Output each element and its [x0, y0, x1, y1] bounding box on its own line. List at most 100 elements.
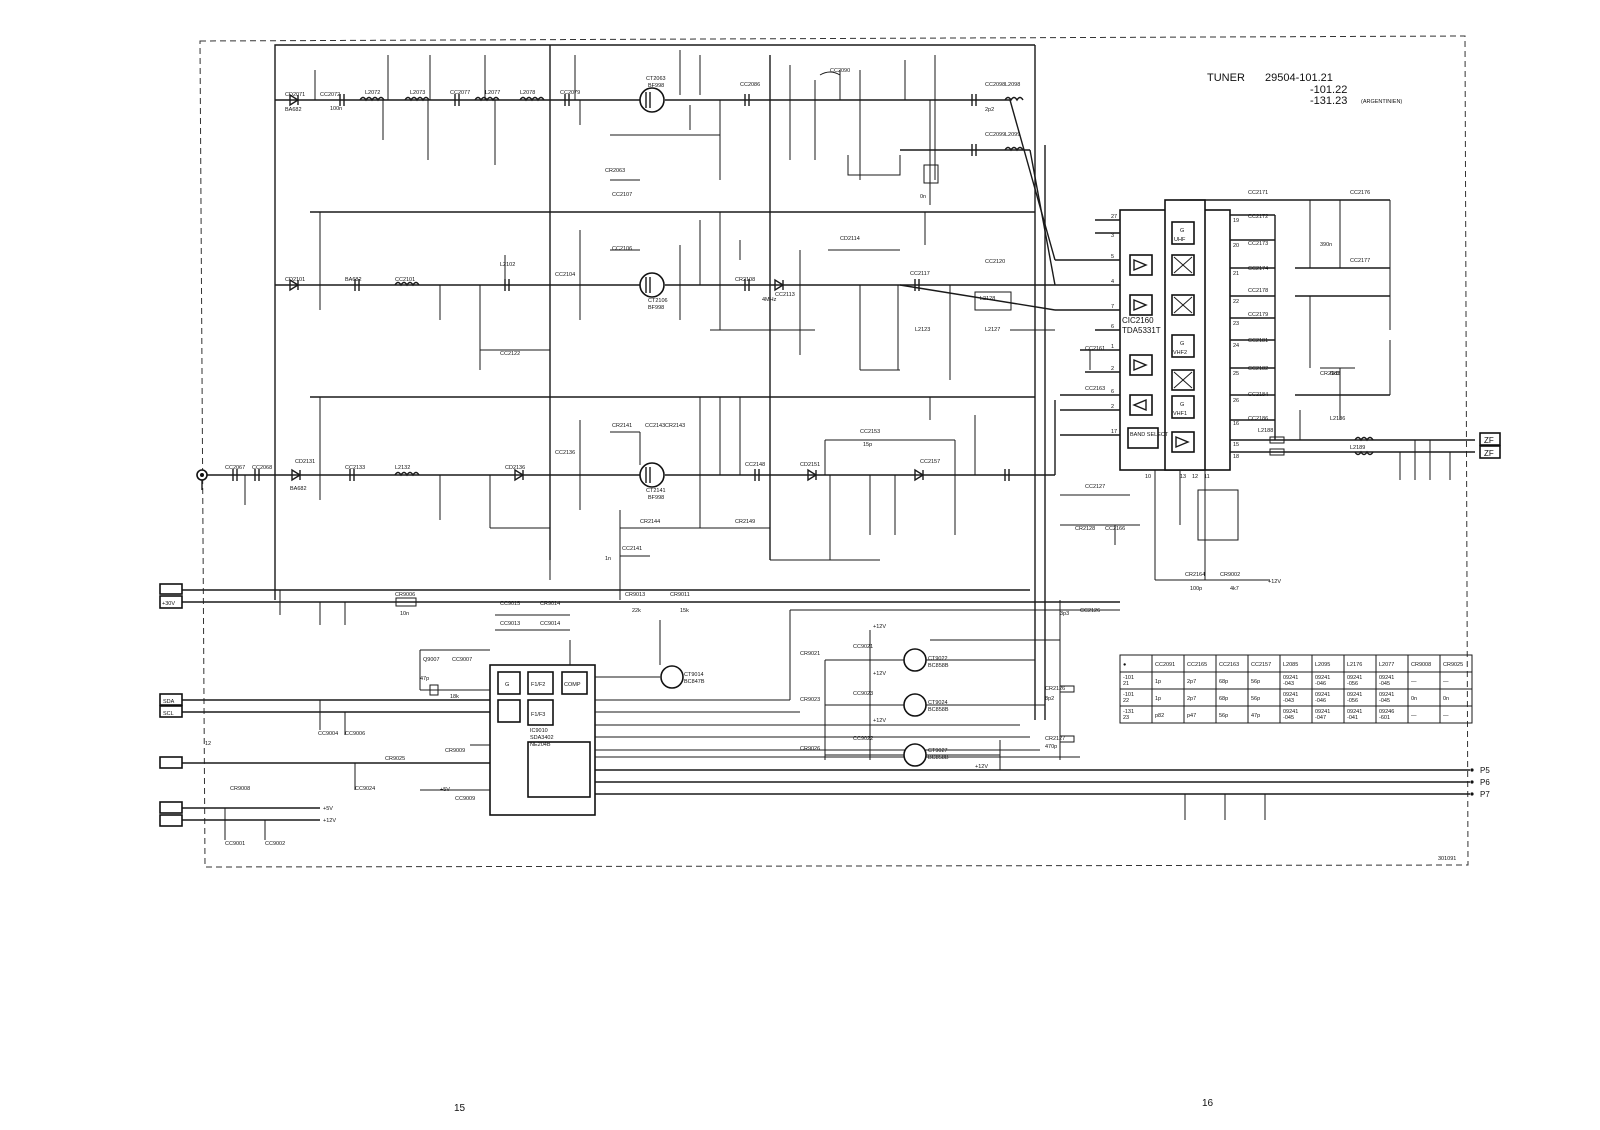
ct9022-ref: CT9022: [928, 656, 948, 662]
ic-main-part: TDA5331T: [1122, 326, 1161, 335]
v5-b: +5V: [440, 787, 450, 793]
left-connectors: +30V SDA SCL 12: [159, 583, 211, 827]
ct2106-type: BF998: [648, 305, 664, 311]
component-ref: Q9007: [423, 657, 440, 663]
component-ref: CC2153: [860, 429, 880, 435]
component-ref: CC2067: [225, 465, 245, 471]
svg-text:13: 13: [1180, 474, 1186, 480]
ct2106-ref: CT2106: [648, 298, 668, 304]
component-ref: CC2177: [1350, 258, 1370, 264]
top-feed: [274, 44, 1035, 100]
component-value: 2p2: [985, 107, 994, 113]
component-value: 15k: [680, 608, 689, 614]
antenna-input: [196, 469, 208, 490]
svg-text:27: 27: [1111, 214, 1117, 220]
component-value: 15p: [863, 442, 872, 448]
gen-vhf2-g: G: [1180, 341, 1184, 347]
component-ref: CC2171: [1248, 190, 1268, 196]
chain-top: [275, 50, 1056, 286]
svg-text:6: 6: [1111, 324, 1114, 330]
p6-label: P6: [1480, 778, 1490, 787]
component-ref: CR9026: [800, 746, 820, 752]
component-value: 4k7: [1230, 586, 1239, 592]
v12-e: +12V: [1268, 579, 1281, 585]
table-cell: 68p: [1219, 679, 1228, 685]
table-cell: 09241: [1347, 675, 1362, 681]
component-ref: CC2178: [1248, 288, 1268, 294]
component-ref: CR2183: [1320, 371, 1340, 377]
p5-label: P5: [1480, 766, 1490, 775]
component-ref: CC9024: [355, 786, 375, 792]
table-header-cell: CR9008: [1411, 662, 1431, 668]
table-cell: -046: [1315, 681, 1326, 687]
ct9024-type: BC858B: [928, 707, 949, 713]
component-ref: CC2127: [1085, 484, 1105, 490]
svg-text:25: 25: [1233, 371, 1239, 377]
transistor-ct2141: [639, 462, 665, 488]
svg-text:4: 4: [1111, 279, 1114, 285]
table-cell: p47: [1187, 713, 1196, 719]
table-cell: 0n: [1443, 696, 1449, 702]
table-cell: 68p: [1219, 696, 1228, 702]
component-ref: CR2108: [735, 277, 755, 283]
table-header-cell: L2085: [1283, 662, 1298, 668]
component-ref: CC9023: [853, 691, 873, 697]
component-ref: CC2072: [320, 92, 340, 98]
transistor-ct2063: [639, 87, 665, 113]
table-cell: 56p: [1251, 679, 1260, 685]
ct2063-ref: CT2063: [646, 76, 666, 82]
table-cell: -131: [1123, 709, 1134, 715]
sda-label: SDA: [163, 699, 175, 705]
component-value: 100n: [330, 106, 342, 112]
component-ref: CR9021: [800, 651, 820, 657]
svg-text:17: 17: [1111, 429, 1117, 435]
component-ref: CC2157: [920, 459, 940, 465]
table-cell: -047: [1315, 715, 1326, 721]
table-header-cell: ●: [1123, 662, 1126, 668]
component-ref: CR2149: [735, 519, 755, 525]
component-ref: CC2098: [985, 82, 1005, 88]
table-cell: 23: [1123, 715, 1129, 721]
component-ref: CC2174: [1248, 266, 1268, 272]
ic-tda5331t: G UHF G VHF2 G VHF1 BAND SELECT CIC2160 …: [1055, 199, 1475, 480]
component-ref: CR2126: [1045, 686, 1065, 692]
svg-text:7: 7: [1111, 304, 1114, 310]
ct2063-type: BF998: [648, 83, 664, 89]
svg-text:19: 19: [1233, 218, 1239, 224]
title-block: TUNER 29504-101.21 -101.22 -131.23 (ARGE…: [1207, 72, 1402, 107]
ic-sda3402: G F1/F2 COMP F1/F3 IC9010 SDA3402 NE204B: [419, 609, 1120, 816]
ic-main-ref: CIC2160: [1122, 316, 1154, 325]
component-value: 1n: [605, 556, 611, 562]
component-ref: L2128: [980, 296, 995, 302]
component-ref: CC2133: [345, 465, 365, 471]
table-cell: 56p: [1219, 713, 1228, 719]
pll-ff: F1/F2: [531, 682, 545, 688]
component-value: 470p: [1045, 744, 1057, 750]
svg-text:12: 12: [1192, 474, 1198, 480]
table-cell: -045: [1379, 681, 1390, 687]
component-ref: CR9025: [385, 756, 405, 762]
component-ref: CR2143: [665, 423, 685, 429]
table-header-cell: L2176: [1347, 662, 1362, 668]
board-outline: [199, 35, 1469, 868]
chain-mid: [275, 211, 1056, 380]
component-value: 47p: [420, 676, 429, 682]
component-ref: CC9013: [500, 621, 520, 627]
table-cell: -043: [1283, 681, 1294, 687]
component-ref: CC2161: [1085, 346, 1105, 352]
component-ref: BA682: [290, 486, 307, 492]
component-ref: CD2101: [285, 277, 305, 283]
pll-part: SDA3402: [530, 735, 554, 741]
ct9014-type: BC847B: [684, 679, 705, 685]
table-cell: —: [1411, 679, 1417, 685]
table-cell: 09241: [1283, 692, 1298, 698]
ct2141-ref: CT2141: [646, 488, 666, 494]
table-header-cell: L2095: [1315, 662, 1330, 668]
svg-text:22: 22: [1233, 299, 1239, 305]
component-value: 6k8: [1330, 371, 1339, 377]
table-cell: 1p: [1155, 696, 1161, 702]
table-cell: 09241: [1315, 692, 1330, 698]
if-output-network: [1060, 199, 1451, 581]
